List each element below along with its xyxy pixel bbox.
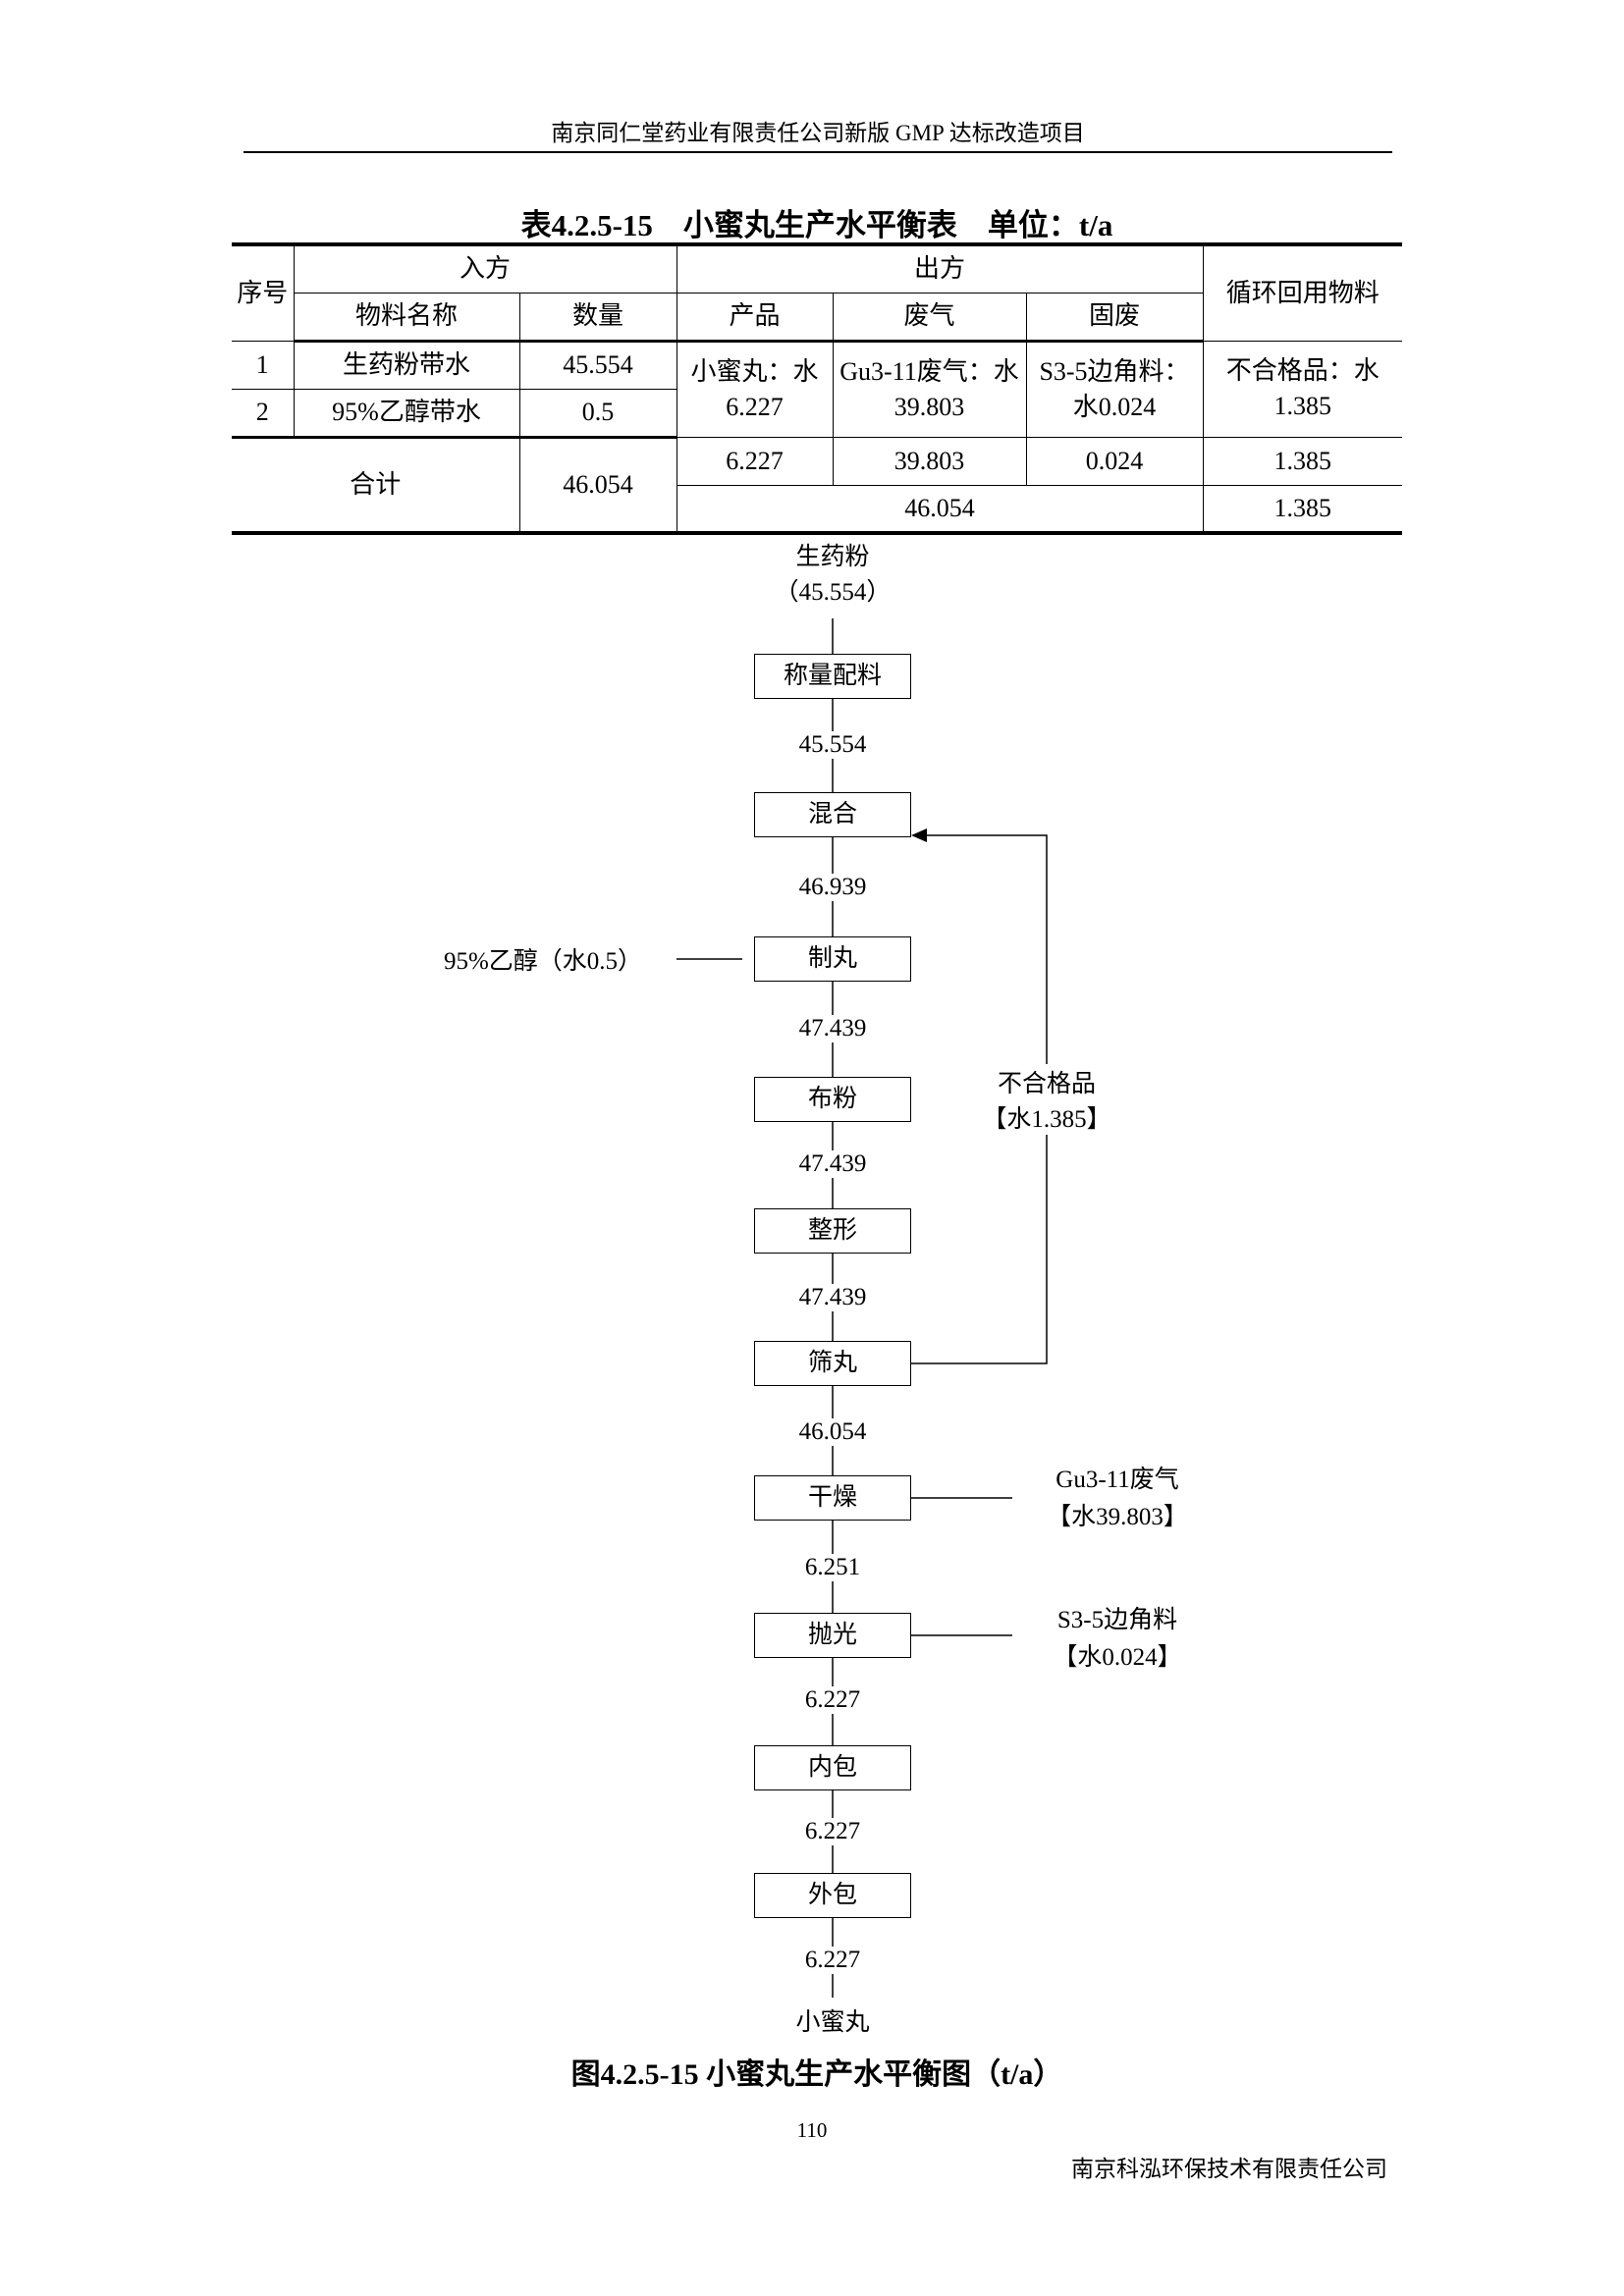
step-box: 布粉 [754, 1077, 911, 1122]
solid-qty: 【水0.024】 [1051, 1637, 1184, 1673]
cell-solid: S3-5边角料：水0.024 [1025, 340, 1204, 438]
flow-value: 6.227 [802, 1818, 863, 1845]
header-seq: 序号 [232, 243, 295, 342]
gas-qty: 【水39.803】 [1045, 1497, 1190, 1532]
flow-value: 46.054 [796, 1418, 869, 1446]
flow-value: 46.939 [796, 874, 869, 901]
cell-seq: 2 [232, 388, 295, 439]
total-recycle-2: 1.385 [1202, 484, 1402, 534]
running-header: 南京同仁堂药业有限责任公司新版 GMP 达标改造项目 [551, 121, 1085, 145]
input-label: 生药粉 [793, 537, 872, 572]
cell-product: 小蜜丸：水6.227 [676, 340, 834, 438]
step-box: 称量配料 [754, 654, 911, 699]
cell-material: 95%乙醇带水 [293, 388, 520, 439]
flow-value: 6.251 [802, 1554, 863, 1581]
header-qty: 数量 [518, 292, 677, 343]
input-qty: （45.554） [772, 572, 893, 608]
table-title: 表4.2.5-15 小蜜丸生产水平衡表 单位：t/a [520, 208, 1113, 242]
header-material: 物料名称 [294, 292, 520, 343]
running-footer: 南京科泓环保技术有限责任公司 [1071, 2157, 1387, 2181]
step-box: 干燥 [754, 1475, 911, 1521]
flow-value: 6.227 [802, 1947, 863, 1974]
page-number: 110 [796, 2118, 828, 2142]
flow-value: 47.439 [796, 1284, 869, 1311]
figure-caption: 图4.2.5-15 小蜜丸生产水平衡图（t/a） [570, 2058, 1063, 2091]
header-out: 出方 [676, 243, 1204, 294]
reject-label: 不合格品 [995, 1064, 1099, 1099]
header-recycle: 循环回用物料 [1202, 243, 1402, 342]
arrowhead-icon [911, 828, 927, 842]
total-in: 46.054 [518, 436, 677, 534]
total-solid: 0.024 [1025, 436, 1204, 486]
header-divider [244, 151, 1392, 153]
header-gas: 废气 [832, 292, 1027, 343]
flow-value: 47.439 [796, 1150, 869, 1178]
step-box: 外包 [754, 1873, 911, 1918]
total-label: 合计 [232, 436, 520, 534]
solid-label: S3-5边角料 [1055, 1600, 1180, 1635]
output-label: 小蜜丸 [793, 2002, 872, 2038]
step-box: 筛丸 [754, 1341, 911, 1386]
step-box: 抛光 [754, 1613, 911, 1658]
cell-material: 生药粉带水 [293, 340, 520, 390]
total-out: 46.054 [677, 484, 1204, 534]
flow-value: 47.439 [796, 1015, 869, 1042]
step-box: 整形 [754, 1208, 911, 1254]
gas-label: Gu3-11废气 [1054, 1460, 1181, 1495]
step-box: 制丸 [754, 936, 911, 982]
flow-value: 6.227 [802, 1686, 863, 1714]
step-box: 内包 [754, 1745, 911, 1790]
header-solid: 固废 [1025, 292, 1203, 343]
step-box: 混合 [754, 792, 911, 837]
flow-value: 45.554 [796, 731, 869, 759]
cell-qty: 0.5 [518, 388, 677, 439]
cell-qty: 45.554 [518, 340, 677, 390]
ethanol-input: 95%乙醇（水0.5） [441, 941, 645, 977]
reject-qty: 【水1.385】 [980, 1099, 1113, 1135]
